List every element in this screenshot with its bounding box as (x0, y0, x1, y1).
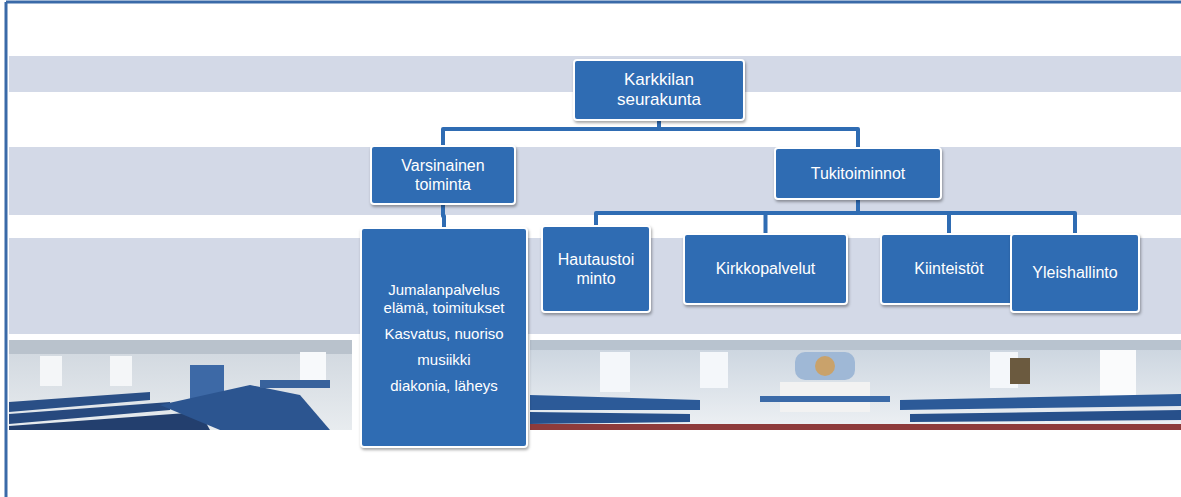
box-label: diakonia, läheys (390, 377, 498, 395)
box-label: Hautaustoi minto (549, 250, 643, 288)
band (9, 147, 1181, 215)
connector (858, 200, 949, 233)
box-label: Kasvatus, nuoriso (384, 325, 503, 343)
connector (596, 200, 858, 225)
box-label: Yleishallinto (1032, 263, 1117, 282)
box-label: Jumalanpalvelus elämä, toimitukset (368, 281, 520, 317)
org-box: Yleishallinto (1010, 233, 1140, 313)
connector (766, 200, 859, 233)
org-box: Kiinteistöt (880, 233, 1018, 305)
frame-line (6, 1, 1181, 4)
connector (443, 121, 659, 145)
church-photo-left (9, 340, 352, 430)
frame-line (5, 2, 8, 497)
box-label: musiikki (417, 351, 470, 369)
connector (858, 200, 1075, 233)
org-box: Kirkkopalvelut (683, 233, 848, 305)
org-box: Hautaustoi minto (541, 225, 651, 313)
org-box: Jumalanpalvelus elämä, toimituksetKasvat… (360, 227, 528, 448)
connector (659, 121, 858, 147)
box-label: Varsinainen toiminta (378, 156, 508, 194)
church-photo-right (530, 340, 1181, 430)
org-box: Karkkilan seurakunta (573, 59, 745, 121)
box-label: Kirkkopalvelut (716, 259, 816, 278)
connector (443, 205, 444, 227)
box-label: Karkkilan seurakunta (581, 70, 737, 111)
org-box: Varsinainen toiminta (370, 145, 516, 205)
box-label: Tukitoiminnot (811, 164, 906, 183)
org-box: Tukitoiminnot (774, 147, 942, 200)
box-label: Kiinteistöt (914, 259, 983, 278)
